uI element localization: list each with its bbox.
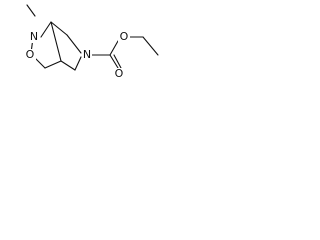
bond-ethyl xyxy=(142,36,159,56)
chemical-structure-drawing: N O N O O xyxy=(24,4,159,80)
atom-bg-carbonyl-oxygen xyxy=(113,68,125,80)
atom-bg-ring-nitrogen xyxy=(29,31,39,43)
bond-c-o-double xyxy=(113,54,122,69)
bond-ch2-c3a xyxy=(44,60,62,69)
atom-ester-oxygen: O xyxy=(120,30,129,43)
bond-n-c6a xyxy=(40,21,52,38)
atom-carbonyl-oxygen: O xyxy=(115,67,124,80)
atom-ring-oxygen: O xyxy=(26,48,35,61)
atom-pyrrolidine-nitrogen: N xyxy=(83,48,91,61)
bond-o-ch2 xyxy=(34,57,46,69)
atom-ring-nitrogen: N xyxy=(30,30,38,43)
atom-bg-ester-oxygen xyxy=(118,31,130,43)
structure-canvas: N O N O O xyxy=(0,0,206,102)
bond-c6a-c6 xyxy=(50,21,68,36)
bond-c6-n xyxy=(66,34,82,54)
bond-ring-fusion xyxy=(50,21,62,62)
bond-n-methyl xyxy=(26,4,36,17)
bond-c4-n xyxy=(74,56,82,71)
atom-bg-ring-oxygen xyxy=(24,49,36,61)
atom-bg-pyrrolidine-nitrogen xyxy=(82,49,92,61)
bond-carbonyl-oxygen xyxy=(109,40,119,56)
bond-c-o-ester xyxy=(109,54,119,69)
bond-c3a-c4 xyxy=(60,60,76,71)
